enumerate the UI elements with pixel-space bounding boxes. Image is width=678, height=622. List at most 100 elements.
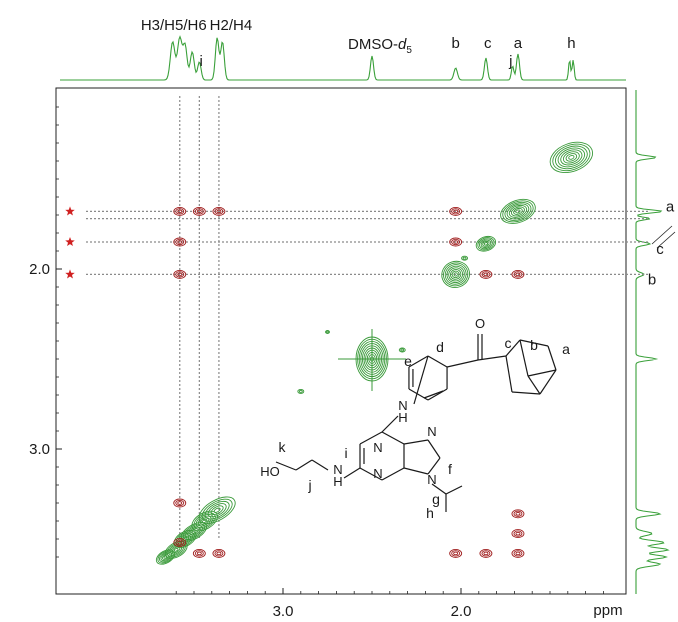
cross-peak xyxy=(212,206,226,216)
top-peak-label: H2/H4 xyxy=(210,17,253,34)
bond xyxy=(359,431,383,445)
minor-peak xyxy=(461,255,469,261)
structure-atom: O xyxy=(475,316,485,331)
structure-atom: N xyxy=(373,440,382,455)
top-peak-label: c xyxy=(484,35,492,52)
contour-peaks xyxy=(155,141,594,565)
top-peak-label: a xyxy=(514,35,523,52)
bond xyxy=(403,467,429,475)
star-marker xyxy=(65,206,75,216)
structure-atom: N xyxy=(398,398,407,413)
top-peak-label: i xyxy=(199,53,202,70)
dotted-guides xyxy=(86,96,648,540)
structure-label: c xyxy=(505,335,512,351)
side-peak-label: a xyxy=(666,198,675,215)
bond xyxy=(446,359,479,368)
star-marker xyxy=(65,237,75,247)
bond xyxy=(427,388,448,401)
side-projection-trace xyxy=(635,90,670,594)
side-leader-line xyxy=(656,231,676,249)
cross-peak xyxy=(173,206,187,216)
cross-peak xyxy=(449,206,463,216)
bond xyxy=(527,375,541,395)
bond xyxy=(413,355,429,405)
structure-label: f xyxy=(448,461,452,477)
cross-peak xyxy=(192,206,206,216)
bond xyxy=(547,345,557,371)
structure-label: d xyxy=(436,339,444,355)
minor-peak xyxy=(325,330,330,334)
cross-peak xyxy=(511,529,525,539)
structure-label: a xyxy=(562,341,570,357)
bond xyxy=(505,339,521,357)
top-peak-label: DMSO-d5 xyxy=(348,36,412,56)
cross-peak xyxy=(511,509,525,519)
cross-peak xyxy=(511,269,525,279)
x-tick-label: 3.0 xyxy=(273,603,294,620)
bond xyxy=(519,339,549,347)
top-projection-trace xyxy=(60,35,626,81)
bond xyxy=(511,391,541,395)
bond xyxy=(519,339,529,377)
top-peak-label: b xyxy=(451,35,459,52)
cross-peak xyxy=(479,548,493,558)
bond xyxy=(427,439,441,459)
structure-atom: N xyxy=(373,466,382,481)
side-projection: a cb xyxy=(635,90,676,594)
plot-border xyxy=(55,87,627,595)
structure-atom: N xyxy=(427,424,436,439)
structure-atom: N xyxy=(333,462,342,477)
minor-peak xyxy=(297,388,305,394)
structure-atom: HO xyxy=(260,464,280,479)
bond xyxy=(477,355,507,361)
bond xyxy=(403,439,429,445)
bond xyxy=(359,467,383,481)
bond xyxy=(295,459,313,471)
top-peak-label: H3/H5/H6 xyxy=(141,17,207,34)
x-tick-label: 2.0 xyxy=(451,603,472,620)
structure-atom: N xyxy=(427,472,436,487)
cross-peak xyxy=(173,498,187,508)
cross-peak xyxy=(449,548,463,558)
star-markers xyxy=(65,206,75,279)
side-peak-label: b xyxy=(648,271,656,288)
side-peak-label: c xyxy=(656,241,664,258)
structure-label: j xyxy=(307,477,311,493)
cross-peak xyxy=(479,269,493,279)
diagonal-peak xyxy=(549,141,594,174)
y-tick-label: 2.0 xyxy=(29,261,50,278)
side-leader-line xyxy=(651,225,673,245)
bond xyxy=(343,467,361,479)
plot-frame xyxy=(55,87,627,595)
diagonal-peak xyxy=(441,260,470,288)
bond xyxy=(381,467,405,481)
diagonal-streak xyxy=(155,549,176,565)
bond xyxy=(275,461,297,471)
diagonal-peak xyxy=(475,235,497,252)
cross-peak xyxy=(192,548,206,558)
bond xyxy=(431,483,447,495)
bond xyxy=(423,390,444,399)
bond xyxy=(427,457,441,475)
bond xyxy=(427,355,448,368)
top-peak-label: j xyxy=(508,53,512,70)
bond xyxy=(539,369,557,395)
cross-peak xyxy=(212,548,226,558)
structure-label: h xyxy=(426,505,434,521)
cross-peak xyxy=(511,548,525,558)
structure-label: g xyxy=(432,491,440,507)
minor-peak xyxy=(398,347,406,353)
structure-label: b xyxy=(530,337,538,353)
cross-peak xyxy=(173,237,187,247)
bond xyxy=(381,415,399,433)
x-unit-label: ppm xyxy=(593,602,622,619)
bond xyxy=(311,459,329,471)
structure-atom: H xyxy=(398,410,407,425)
bond xyxy=(408,355,429,368)
bond xyxy=(445,485,463,495)
cross-peak xyxy=(449,237,463,247)
bond xyxy=(527,369,557,377)
structure-label: k xyxy=(279,439,287,455)
